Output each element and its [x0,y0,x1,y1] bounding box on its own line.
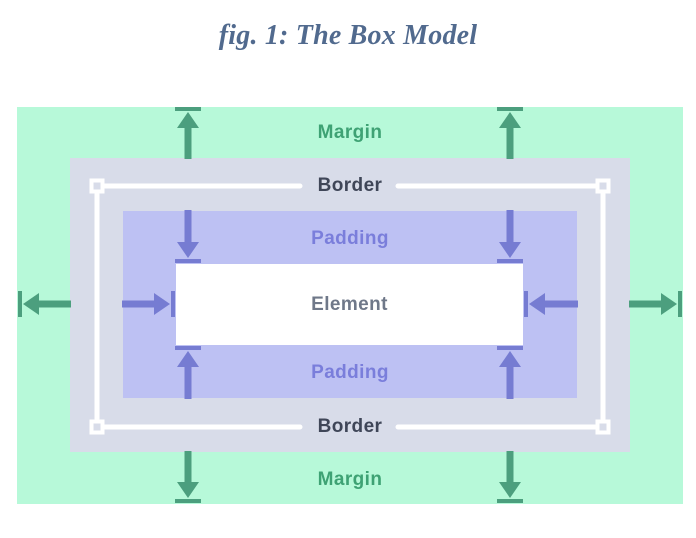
selection-handle-bottom-right-icon [595,419,611,435]
padding-arrow-top-right [497,210,523,263]
element-label: Element [311,293,388,315]
margin-arrow-top-right [497,107,523,159]
padding-arrow-left [122,291,175,317]
margin-arrow-left [18,291,71,317]
figure-title: fig. 1: The Box Model [218,20,478,51]
border-outline [89,178,611,435]
padding-arrow-right [524,291,578,317]
element-box: Element [176,264,523,345]
margin-arrow-bottom-right [497,451,523,503]
margin-arrow-right [629,291,682,317]
selection-handle-top-left-icon [89,178,105,194]
margin-arrow-bottom-left [175,451,201,503]
selection-handle-bottom-left-icon [89,419,105,435]
padding-arrow-bottom-left [175,346,201,399]
margin-arrow-top-left [175,107,201,159]
padding-arrow-bottom-right [497,346,523,399]
selection-handle-top-right-icon [595,178,611,194]
padding-arrow-top-left [175,210,201,263]
